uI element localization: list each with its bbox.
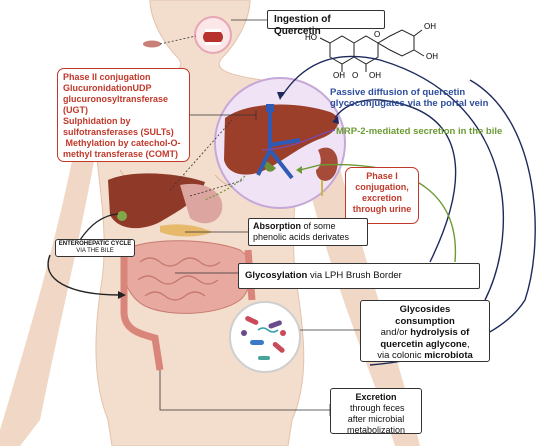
- phase1-line1: Phase I: [366, 171, 398, 181]
- mouth-cavity: [203, 29, 223, 45]
- leader-excretion: [159, 370, 330, 411]
- glycosylation-rest: via LPH Brush Border: [307, 270, 402, 281]
- enterohepatic-arrow-top: [79, 213, 119, 241]
- phase1-line3: excretion: [361, 193, 403, 203]
- phase2-line4: (UGT): [63, 105, 88, 115]
- glycosides-line2: consumption: [395, 315, 455, 327]
- quercetin-structure: [319, 29, 425, 72]
- absorption-bold: Absorption: [253, 221, 301, 231]
- glycosides-line1: Glycosides: [399, 304, 451, 315]
- flow-arrow-mrp2: [261, 129, 336, 151]
- liver-dashed-link-2: [189, 179, 245, 197]
- arrowhead-2: [277, 92, 285, 100]
- arrowhead-3: [296, 166, 302, 174]
- arrowhead-4: [332, 116, 339, 124]
- molecule-ho-left: HO: [305, 33, 317, 42]
- enterohepatic-line1: ENTEROHEPATIC CYCLE: [58, 241, 132, 247]
- left-arm: [0, 120, 96, 446]
- glycosides-line4b: ,: [466, 338, 470, 350]
- glycosides-line3a: and/or: [380, 327, 411, 338]
- flow-arrow-green: [299, 163, 457, 263]
- phase1-line4: through urine: [352, 204, 412, 214]
- portal-vein: [256, 108, 301, 180]
- teeth-bottom: [205, 42, 221, 45]
- enterohepatic-arrow: [47, 254, 121, 296]
- glycosides-line5a: via colonic: [377, 350, 425, 361]
- pancreas: [160, 224, 212, 237]
- absorption-box: Absorption of some phenolic acids deriva…: [248, 218, 368, 246]
- arrowhead-1: [118, 291, 126, 299]
- bacteria-cluster: [241, 316, 286, 360]
- liver-dashed-link: [169, 119, 233, 191]
- molecule-o-ring: O: [374, 30, 381, 39]
- teeth-top: [205, 29, 221, 32]
- flow-arrow-green-down: [204, 175, 246, 201]
- phase2-line6: sulfotransferases (SULTs): [63, 127, 174, 137]
- absorption-line2: phenolic acids derivates: [253, 232, 350, 242]
- phase1-box: Phase I conjugation, excretion through u…: [345, 167, 419, 224]
- ingestion-label: Ingestion of Quercetin: [274, 14, 331, 37]
- passive-diffusion-label: Passive diffusion of quercetin glycoconj…: [330, 87, 545, 109]
- colon: [120, 245, 164, 371]
- phase2-line3: glucuronosyltransferase: [63, 94, 169, 104]
- molecule-oh-right: OH: [426, 52, 438, 61]
- stomach: [180, 183, 223, 224]
- ingestion-box: Ingestion of Quercetin: [267, 10, 385, 37]
- absorption-rest: of some: [301, 221, 336, 231]
- molecule-oh-bottom: OH: [333, 71, 345, 80]
- gallbladder-node: [117, 211, 127, 221]
- gallbladder: [264, 160, 276, 172]
- excretion-line2: after microbial: [347, 414, 405, 424]
- liver-zoom-organ: [224, 104, 339, 175]
- enterohepatic-line2: VIA THE BILE: [76, 248, 114, 254]
- phase2-line2: GlucuronidationUDP: [63, 83, 152, 93]
- glycosides-box: Glycosides consumption and/or hydrolysis…: [360, 300, 490, 362]
- glycosides-line5b: microbiota: [424, 350, 473, 361]
- portal-node: [266, 104, 274, 112]
- intestine-coils: [137, 257, 221, 301]
- glycosides-line3b: hydrolysis of: [410, 327, 470, 338]
- flow-arrow-blue: [281, 55, 505, 301]
- excretion-line3: metabolization: [346, 425, 406, 435]
- excretion-bold: Excretion: [355, 392, 397, 402]
- mrp2-label: MRP-2-mediated secretion in the bile: [336, 126, 541, 137]
- flow-arrow-dark: [334, 99, 457, 263]
- passive-line1: Passive diffusion of quercetin: [330, 87, 466, 98]
- phase2-line7: Methylation by catechol-O-: [63, 138, 181, 148]
- molecule-oh-top: OH: [424, 22, 436, 31]
- glycosides-line4: quercetin aglycone: [380, 338, 467, 350]
- mrp2-text: MRP-2-mediated secretion in the bile: [336, 126, 503, 137]
- phase2-line8: methyl transferase (COMT): [63, 149, 179, 159]
- lips: [143, 40, 161, 48]
- enterohepatic-box: ENTEROHEPATIC CYCLE VIA THE BILE: [55, 239, 135, 257]
- phase2-line5: Sulphidation by: [63, 116, 131, 126]
- glycosylation-bold: Glycosylation: [245, 270, 308, 281]
- microbiota-zoom: [229, 301, 301, 373]
- molecule-o-carbonyl: O: [352, 71, 359, 80]
- excretion-rest: through feces: [347, 403, 405, 413]
- phase1-line2: conjugation,: [355, 182, 409, 192]
- excretion-box: Excretion through feces after microbial …: [330, 388, 422, 435]
- molecule-oh-mid: OH: [369, 71, 381, 80]
- passive-line2: glycoconjugates via the portal vein: [330, 98, 489, 109]
- glycosylation-box: Glycosylation via LPH Brush Border: [238, 263, 480, 289]
- phase2-line1: Phase II conjugation: [63, 72, 151, 82]
- phase2-box: Phase II conjugation GlucuronidationUDP …: [57, 68, 190, 162]
